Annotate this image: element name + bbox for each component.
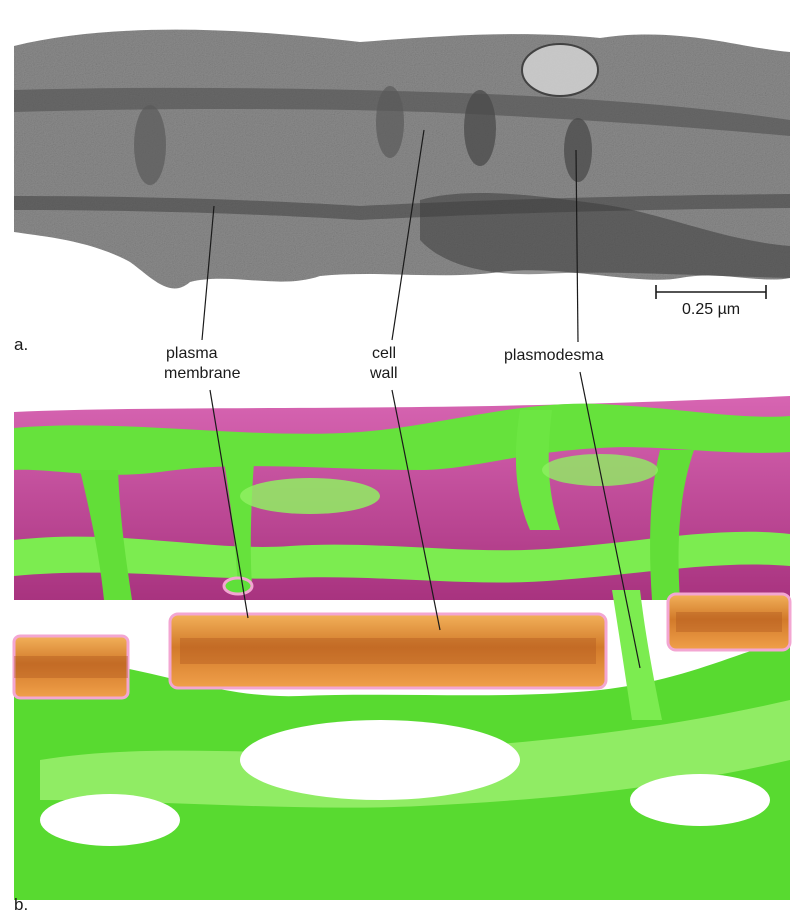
label-cell-wall-line1: cell xyxy=(372,345,396,362)
label-plasma-membrane-line1: plasma xyxy=(166,345,218,362)
micrograph-channel xyxy=(376,86,404,158)
vacuole xyxy=(40,794,180,846)
cell-wall-segment xyxy=(668,594,790,650)
vacuole xyxy=(630,774,770,826)
micrograph-channel xyxy=(464,90,496,166)
micrograph-channel xyxy=(134,105,166,185)
vacuole xyxy=(240,720,520,800)
label-plasmodesma: plasmodesma xyxy=(504,347,604,364)
micrograph-channel xyxy=(564,118,592,182)
panel-a-letter: a. xyxy=(14,335,28,354)
panel-b-letter: b. xyxy=(14,895,28,914)
plasma-membrane-pore xyxy=(224,578,252,594)
micrograph-panel xyxy=(14,30,790,289)
illustration-panel xyxy=(14,396,790,900)
label-cell-wall-line2: wall xyxy=(369,365,398,382)
scale-bar-label: 0.25 µm xyxy=(682,301,740,318)
cell-wall-segment xyxy=(14,636,128,698)
cell-wall-segment xyxy=(170,614,606,688)
micrograph-vesicle xyxy=(522,44,598,96)
scale-bar: 0.25 µm xyxy=(656,285,766,318)
label-plasma-membrane-line2: membrane xyxy=(164,365,241,382)
